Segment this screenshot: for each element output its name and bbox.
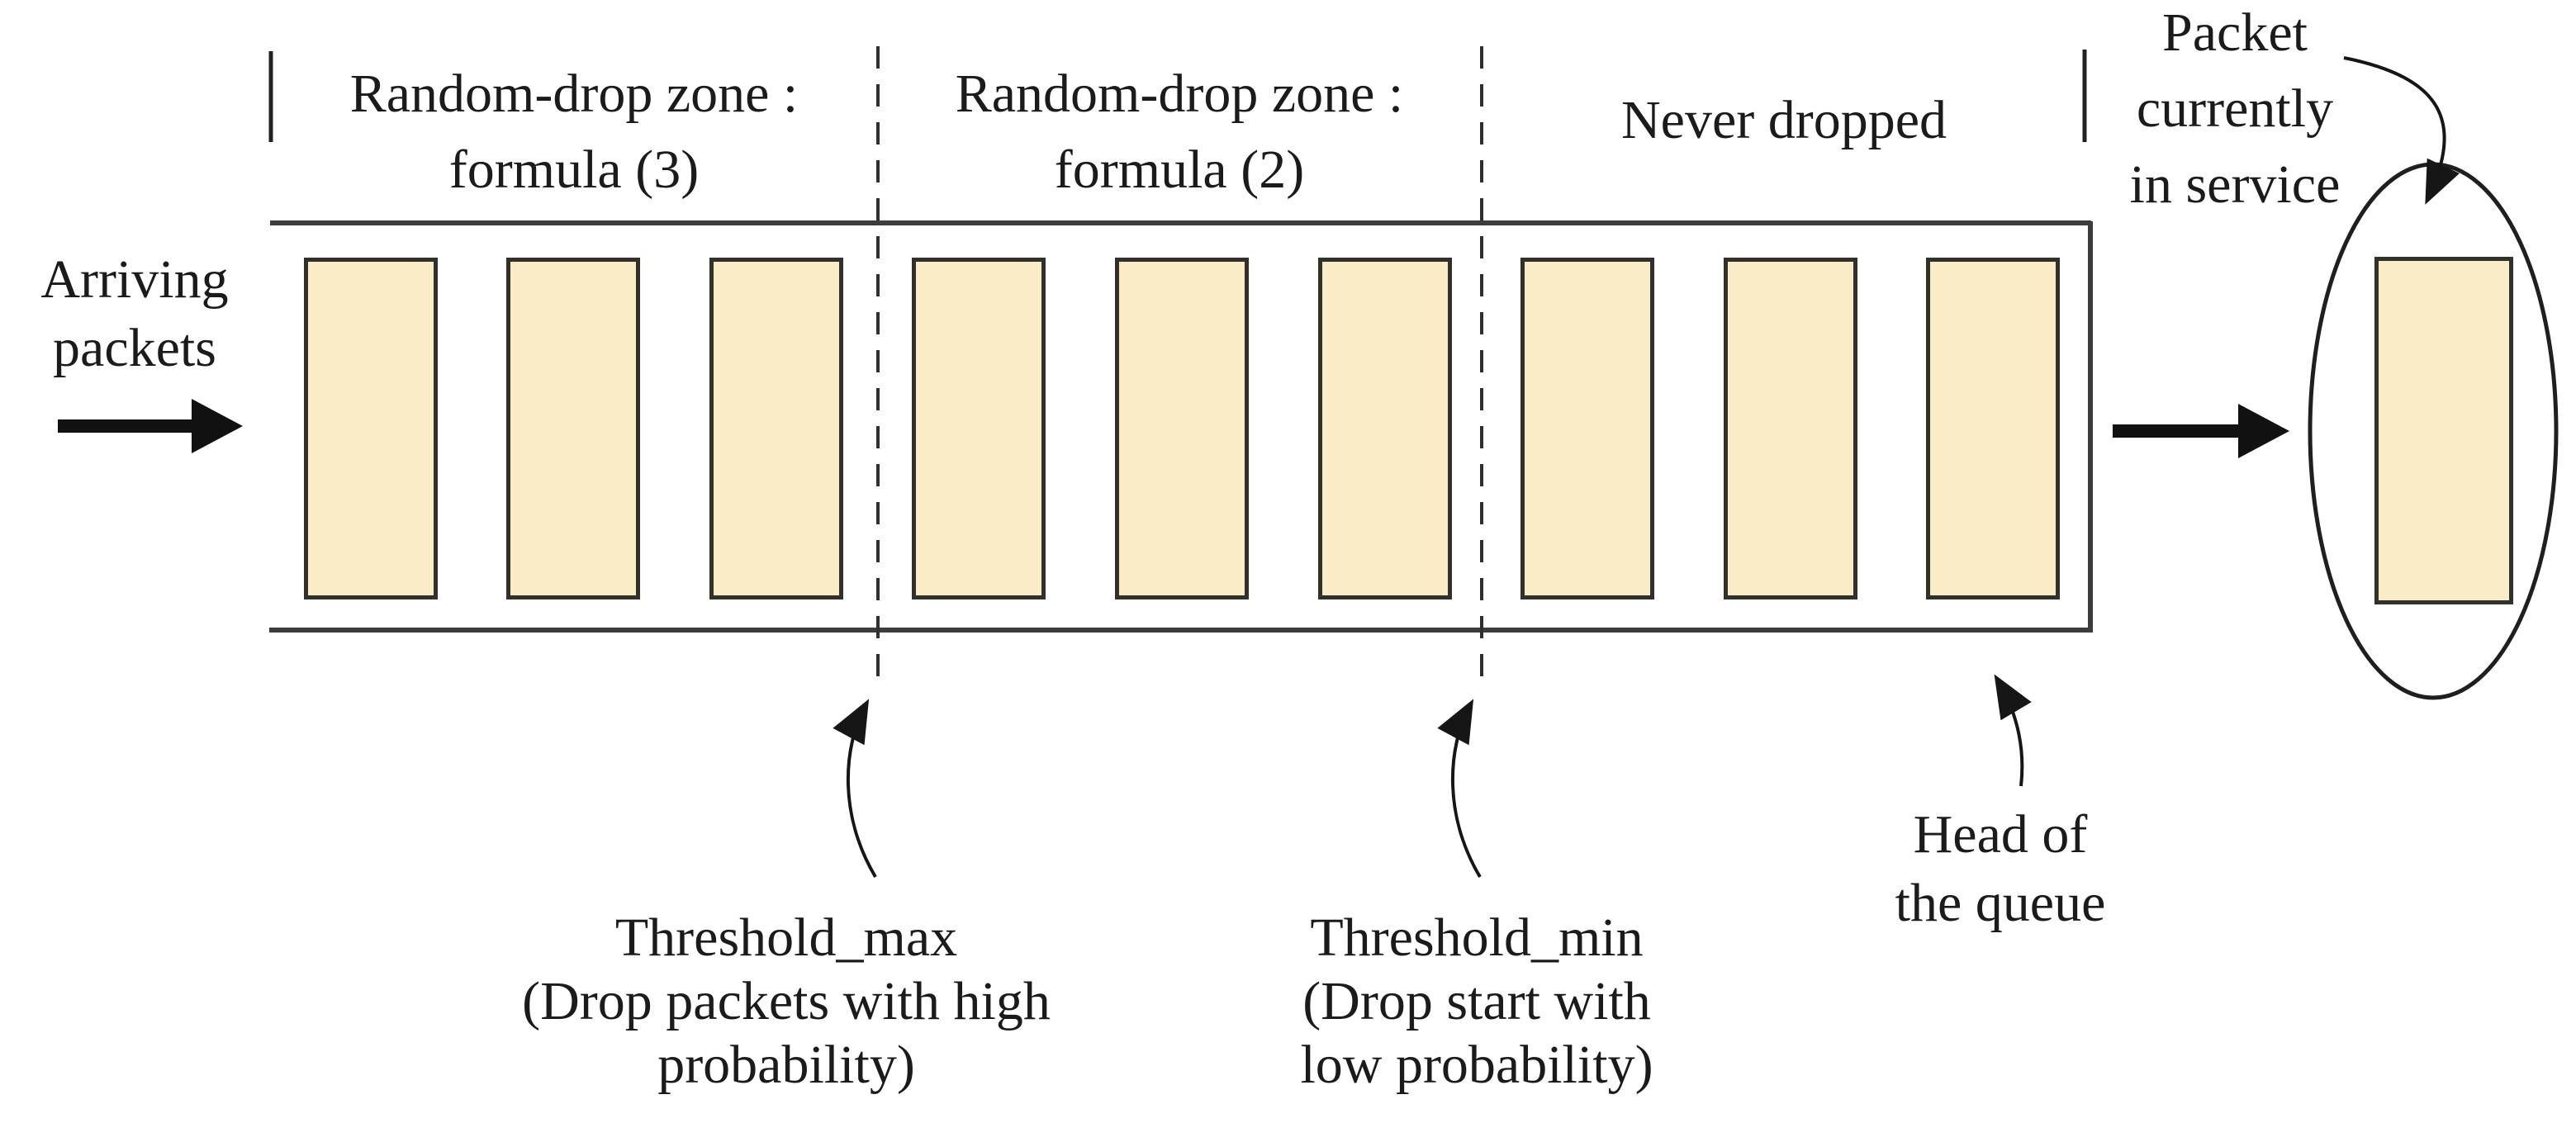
zone1-line1: Random-drop zone :: [349, 64, 799, 124]
service-line1: Packet: [2162, 2, 2308, 63]
arriving-packets-label: Arriving packets: [40, 245, 228, 382]
packet-box: [304, 258, 438, 599]
head-of-queue-label: Head of the queue: [1895, 800, 2106, 937]
service-line2: currently: [2136, 78, 2334, 139]
packet-box: [1318, 258, 1452, 599]
packet-box: [1926, 258, 2060, 599]
zone2-line2: formula (2): [1054, 140, 1305, 200]
service-line3: in service: [2129, 154, 2341, 215]
arriving-line1: Arriving: [40, 249, 229, 310]
arriving-line2: packets: [53, 318, 216, 378]
packet-in-service-label: Packet currently in service: [2130, 0, 2341, 223]
dequeue-arrow-head: [2238, 404, 2289, 458]
packet-box: [1520, 258, 1654, 599]
zone3-label: Never dropped: [1620, 90, 1947, 150]
threshold-min-line2: (Drop start with: [1302, 971, 1651, 1031]
packet-in-service-box: [2374, 257, 2513, 604]
threshold-max-line1: Threshold_max: [614, 907, 958, 968]
zone-label-formula-3: Random-drop zone : formula (3): [350, 56, 799, 208]
zone-label-formula-2: Random-drop zone : formula (2): [956, 56, 1404, 208]
threshold-min-line1: Threshold_min: [1310, 907, 1644, 968]
packet-box: [709, 258, 843, 599]
packet-box: [1115, 258, 1249, 599]
zone2-line1: Random-drop zone :: [955, 64, 1404, 124]
zone-label-never-dropped: Never dropped: [1621, 83, 1947, 159]
threshold-min-line3: low probability): [1300, 1035, 1653, 1095]
arriving-packets-arrow-head: [192, 399, 243, 453]
threshold-max-label: Threshold_max (Drop packets with high pr…: [522, 906, 1051, 1097]
threshold-min-pointer-arrow: [1437, 699, 1482, 879]
service-pointer-arrow: [2343, 56, 2460, 205]
head-of-queue-pointer-arrow: [1994, 674, 2032, 787]
threshold-max-line2: (Drop packets with high: [522, 971, 1051, 1031]
packet-box: [506, 258, 640, 599]
packet-box: [1724, 258, 1857, 599]
threshold-min-label: Threshold_min (Drop start with low proba…: [1300, 906, 1653, 1097]
packet-box: [912, 258, 1046, 599]
zone1-line2: formula (3): [448, 140, 700, 200]
threshold-max-line3: probability): [657, 1035, 915, 1095]
head-line2: the queue: [1895, 873, 2106, 933]
head-line1: Head of: [1913, 804, 2088, 865]
threshold-max-pointer-arrow: [833, 699, 877, 879]
